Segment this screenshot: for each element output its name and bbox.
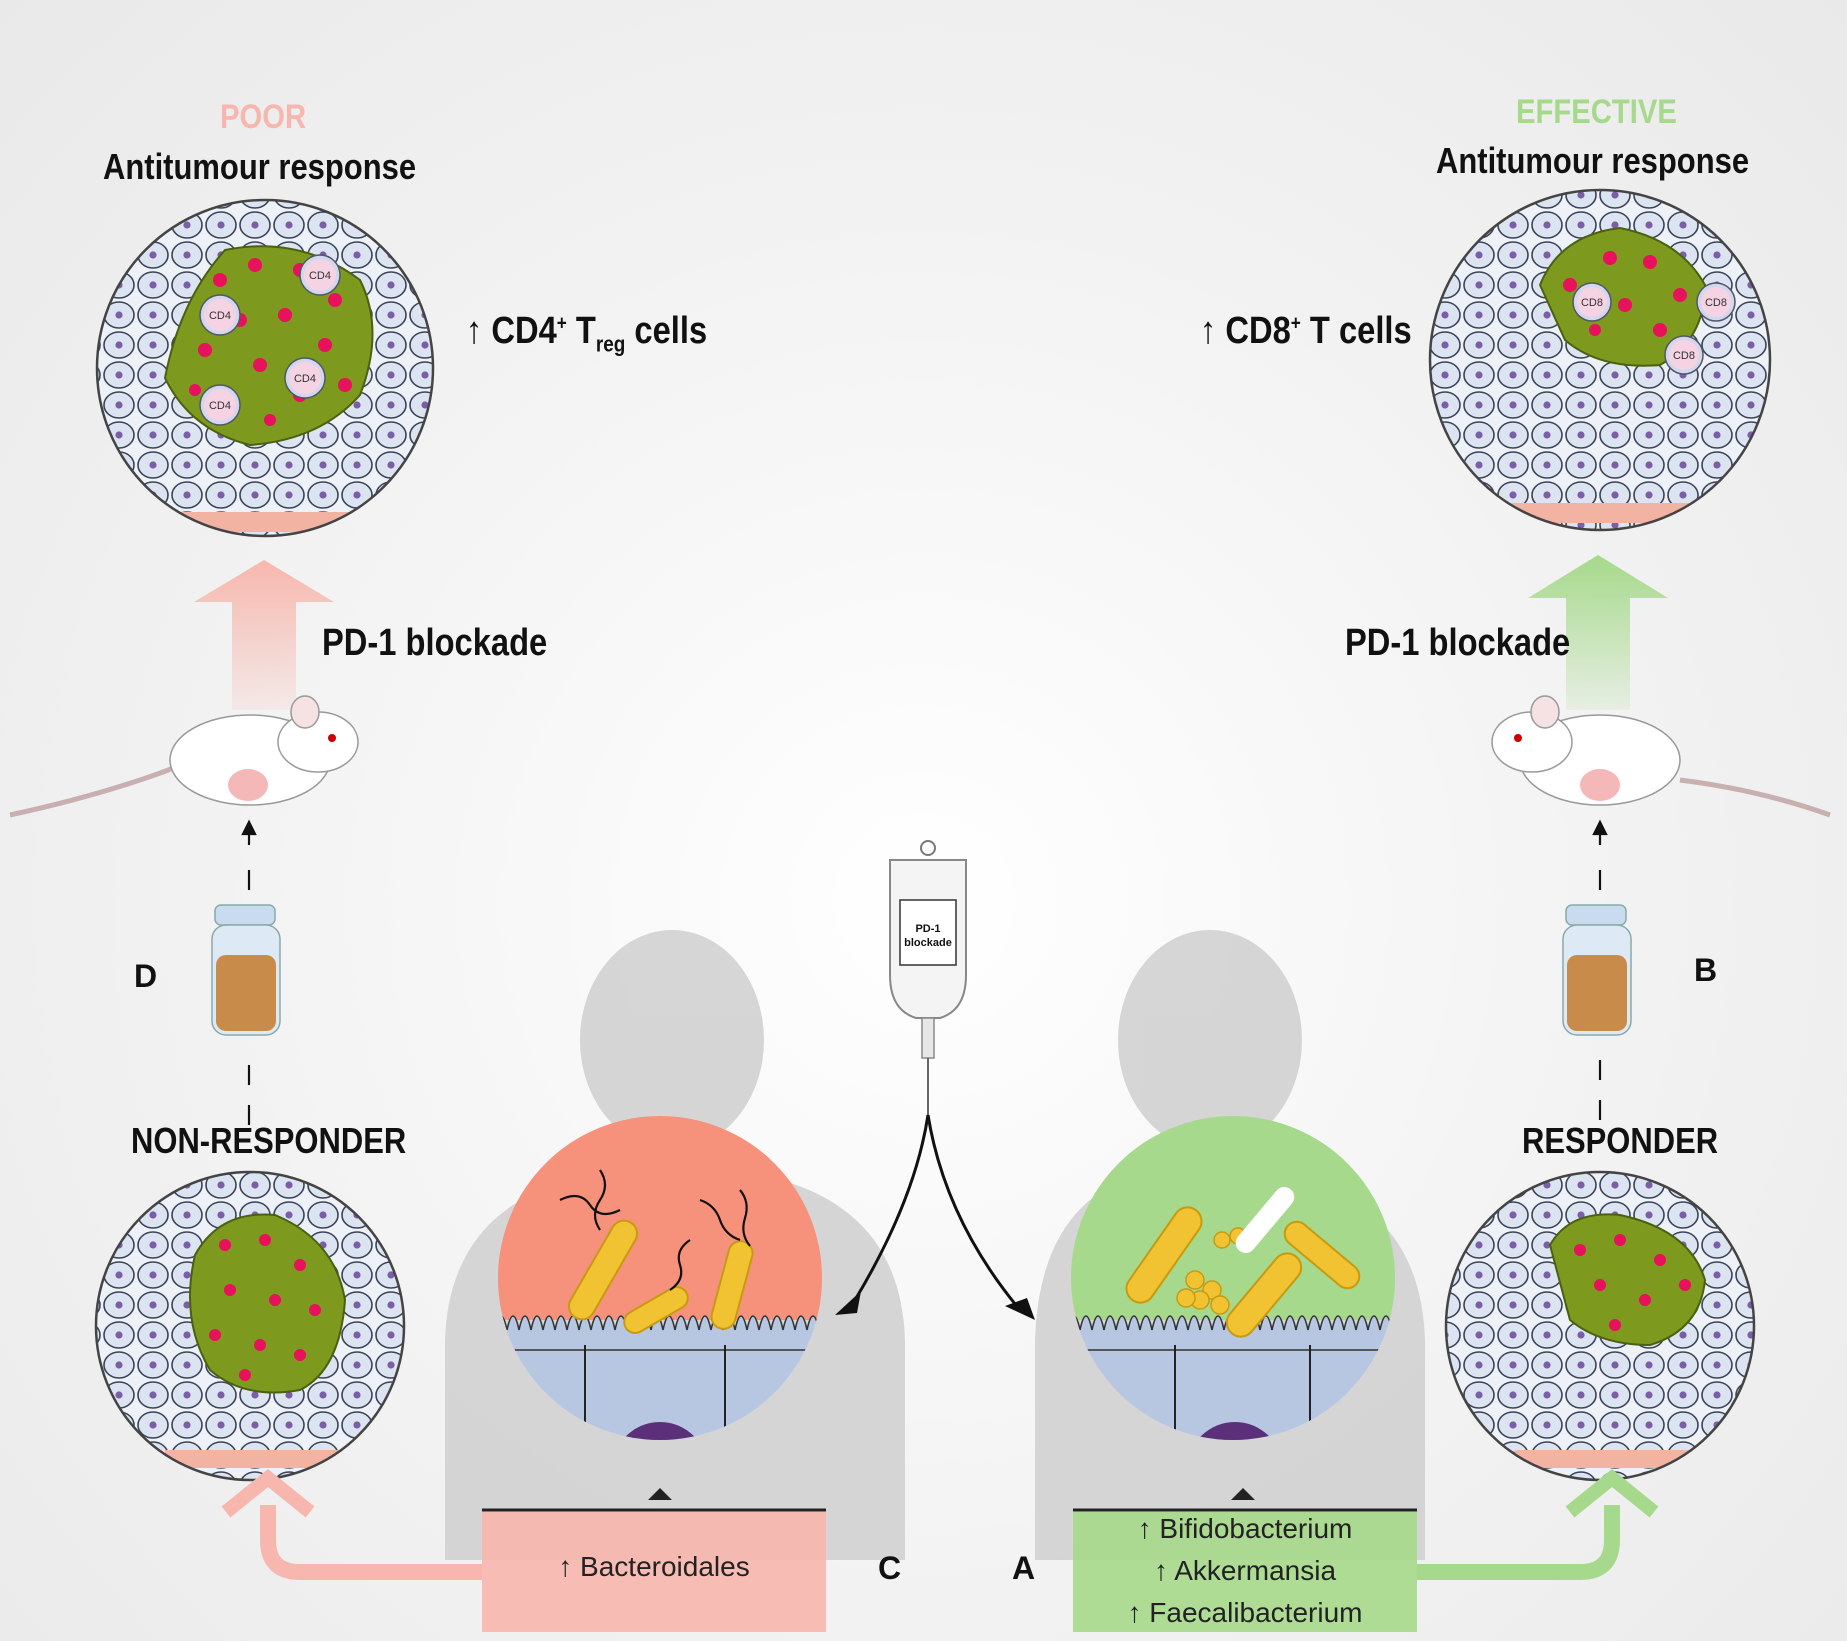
big-arrow-right (1528, 555, 1668, 710)
antitumour-title-right: Antitumour response (1436, 140, 1750, 181)
pd1-blockade-left: PD-1 blockade (322, 622, 548, 664)
microbiome-box-right-shape (1073, 1488, 1417, 1632)
cd4-treg-increase-label: ↑ CD4+ Treg cells (466, 310, 707, 358)
label-b: B (1694, 952, 1718, 988)
return-arrow-left-head (221, 1468, 315, 1518)
iv-bag-label: PD-1 blockade (900, 922, 956, 950)
t-cell-tag-text: CD8 (1581, 297, 1603, 309)
non-responder-label: NON-RESPONDER (131, 1120, 407, 1161)
transfer-line-left (241, 819, 257, 1125)
tumour-circle-responder (1444, 1170, 1756, 1482)
return-arrow-right-head (1565, 1468, 1659, 1518)
iv-bag-label-line: blockade (904, 937, 952, 949)
t-cell-tag: CD8 (1664, 335, 1704, 375)
tumour-circle-non-responder (94, 1170, 406, 1482)
microbiome-item: ↑ Faecalibacterium (1127, 1597, 1363, 1628)
faecal-jar-left (211, 904, 281, 1036)
label-a: A (1012, 1550, 1036, 1586)
t-cell-tag-text: CD8 (1705, 297, 1727, 309)
mouse-right (1491, 695, 1831, 818)
pd1-blockade-right: PD-1 blockade (1345, 622, 1571, 664)
cd4-sup: + (556, 312, 567, 335)
cd8-increase-label: ↑ CD8+ T cells (1200, 310, 1412, 353)
cd8-sup: + (1290, 312, 1301, 335)
cd4-mid: T (566, 310, 596, 352)
return-arrow-left (260, 1505, 482, 1580)
t-cell-tag: CD4 (299, 254, 341, 296)
poor-label: POOR (220, 98, 307, 136)
t-cell-tag-text: CD8 (1673, 350, 1695, 362)
t-cell-tag-text: CD4 (209, 310, 231, 322)
big-arrow-left (194, 560, 334, 710)
treg-sub: reg (595, 331, 626, 357)
effective-label: EFFECTIVE (1516, 93, 1677, 131)
microbiome-box-left-shape (482, 1488, 826, 1632)
cd8-prefix: ↑ CD8 (1200, 310, 1291, 352)
label-d: D (134, 958, 158, 994)
microbiome-item: ↑ Bacteroidales (558, 1551, 750, 1582)
t-cell-tag: CD4 (199, 294, 241, 336)
t-cell-tag: CD4 (284, 357, 326, 399)
microbiome-item: ↑ Akkermansia (1153, 1555, 1337, 1586)
tumour-circle-effective (1428, 188, 1772, 532)
cd8-suffix: T cells (1300, 310, 1412, 352)
t-cell-tag: CD8 (1572, 282, 1612, 322)
microbiome-box-left: ↑ Bacteroidales (482, 1546, 826, 1588)
t-cell-tag-text: CD4 (294, 373, 316, 385)
t-cell-tag-text: CD4 (209, 400, 231, 412)
antitumour-title-left: Antitumour response (103, 146, 417, 187)
cd4-prefix: ↑ CD4 (466, 310, 557, 352)
iv-bag-label-line: PD-1 (915, 923, 941, 935)
microbiome-item: ↑ Bifidobacterium (1137, 1513, 1353, 1544)
cd4-suffix: cells (625, 310, 708, 352)
mouse-left (9, 695, 359, 818)
return-arrow-right (1417, 1505, 1620, 1580)
t-cell-tag: CD8 (1696, 282, 1736, 322)
label-c: C (878, 1550, 902, 1586)
tumour-circle-poor (95, 198, 435, 538)
microbiome-box-right: ↑ Bifidobacterium ↑ Akkermansia ↑ Faecal… (1073, 1508, 1417, 1634)
transfer-line-right (1592, 819, 1608, 1120)
t-cell-tag-text: CD4 (309, 270, 331, 282)
t-cell-tag: CD4 (199, 384, 241, 426)
faecal-jar-right (1562, 904, 1632, 1036)
iv-bag (835, 840, 1035, 1320)
responder-label: RESPONDER (1522, 1120, 1719, 1161)
